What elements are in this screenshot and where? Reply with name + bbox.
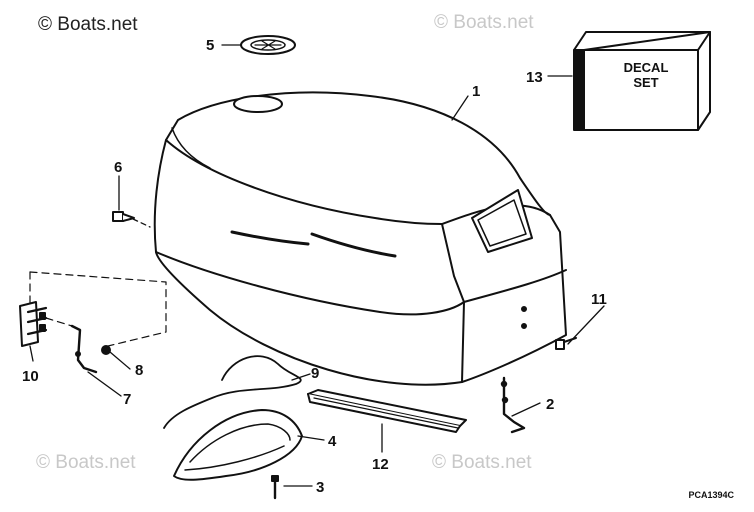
callout-11: 11 (591, 291, 607, 308)
seal-part-4 (173, 409, 303, 481)
callout-12: 12 (372, 456, 389, 473)
screw-part-11 (555, 337, 577, 350)
callout-1: 1 (472, 83, 480, 100)
seal-strip-part-12 (307, 389, 467, 433)
watermark-bottom-right: © Boats.net (432, 452, 532, 473)
callout-6: 6 (114, 159, 122, 176)
callout-5: 5 (206, 37, 214, 54)
callout-10: 10 (22, 368, 39, 385)
decal-set-box (573, 31, 711, 131)
callout-2: 2 (546, 396, 554, 413)
link-rod-part-7 (70, 324, 98, 374)
callout-7: 7 (123, 391, 131, 408)
engine-cover-part (153, 91, 567, 386)
screw-part-6 (112, 211, 151, 228)
latch-rod-part-2 (500, 376, 526, 434)
decal-label-line1: DECAL (624, 60, 669, 75)
watermark-top-left: © Boats.net (38, 14, 138, 35)
callout-3: 3 (316, 479, 324, 496)
screw-part-3 (271, 475, 279, 500)
cable-part-9 (163, 355, 302, 429)
nut-part-8 (101, 345, 111, 355)
callout-13: 13 (526, 69, 543, 86)
watermark-top-right: © Boats.net (434, 12, 534, 33)
callout-8: 8 (135, 362, 143, 379)
callout-9: 9 (311, 365, 319, 382)
watermark-bottom-left: © Boats.net (36, 452, 136, 473)
drawing-code: PCA1394C (688, 490, 734, 500)
decal-label-line2: SET (633, 75, 658, 90)
callout-4: 4 (328, 433, 337, 450)
bracket-part-10 (19, 301, 48, 347)
vent-cap-part (240, 35, 296, 55)
mounting-guide-lines (29, 271, 167, 347)
leader-lines (29, 44, 605, 487)
